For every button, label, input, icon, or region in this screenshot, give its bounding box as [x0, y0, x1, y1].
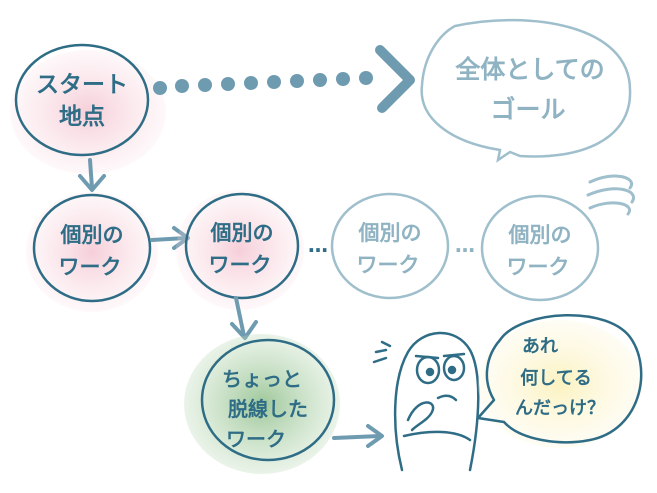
swirl-icon [586, 174, 635, 216]
derailed-work-line3: ワーク [226, 427, 286, 451]
speech-line1: あれ [522, 336, 558, 357]
work-node-4-line2: ワーク [507, 255, 570, 279]
work-node-3-line1: 個別の [358, 221, 422, 245]
goal-node-line2: ゴール [490, 95, 565, 124]
work-node-4: 個別の ワーク [480, 194, 600, 302]
speech-bubble: あれ 何してる んだっけ？ [476, 313, 643, 448]
derailed-work-node: ちょっと 脱線した ワーク [184, 334, 340, 474]
confused-person-icon [372, 331, 480, 472]
work-node-1-line1: 個別の [60, 223, 124, 247]
work-node-1: 個別の ワーク [26, 192, 158, 312]
speech-line2: 何してる [520, 367, 591, 389]
dotted-path-to-goal [153, 71, 373, 95]
ellipsis-3-4: … [455, 233, 475, 257]
speech-line3: んだっけ？ [515, 398, 605, 419]
work-node-2: 個別の ワーク [176, 190, 304, 310]
goal-node: 全体としての ゴール [420, 18, 632, 163]
work-node-1-line2: ワーク [59, 255, 122, 279]
arrow-to-goal [375, 45, 415, 113]
work-node-4-line1: 個別の [508, 223, 572, 247]
derailed-work-line1: ちょっと [222, 367, 302, 391]
start-node-line1: スタート [36, 72, 128, 98]
goal-node-line1: 全体としての [454, 55, 604, 84]
work-node-2-line2: ワーク [209, 253, 272, 277]
derailed-work-line2: 脱線した [228, 397, 308, 421]
start-node: スタート 地点 [10, 43, 166, 174]
arrow-derailed-to-person [332, 424, 384, 448]
ellipsis-2-3: … [308, 233, 328, 257]
work-node-3: 個別の ワーク [330, 192, 450, 300]
start-node-line2: 地点 [59, 104, 105, 130]
work-node-2-line1: 個別の [210, 221, 274, 245]
arrow-start-to-work1 [78, 158, 106, 192]
work-node-3-line2: ワーク [357, 253, 420, 277]
